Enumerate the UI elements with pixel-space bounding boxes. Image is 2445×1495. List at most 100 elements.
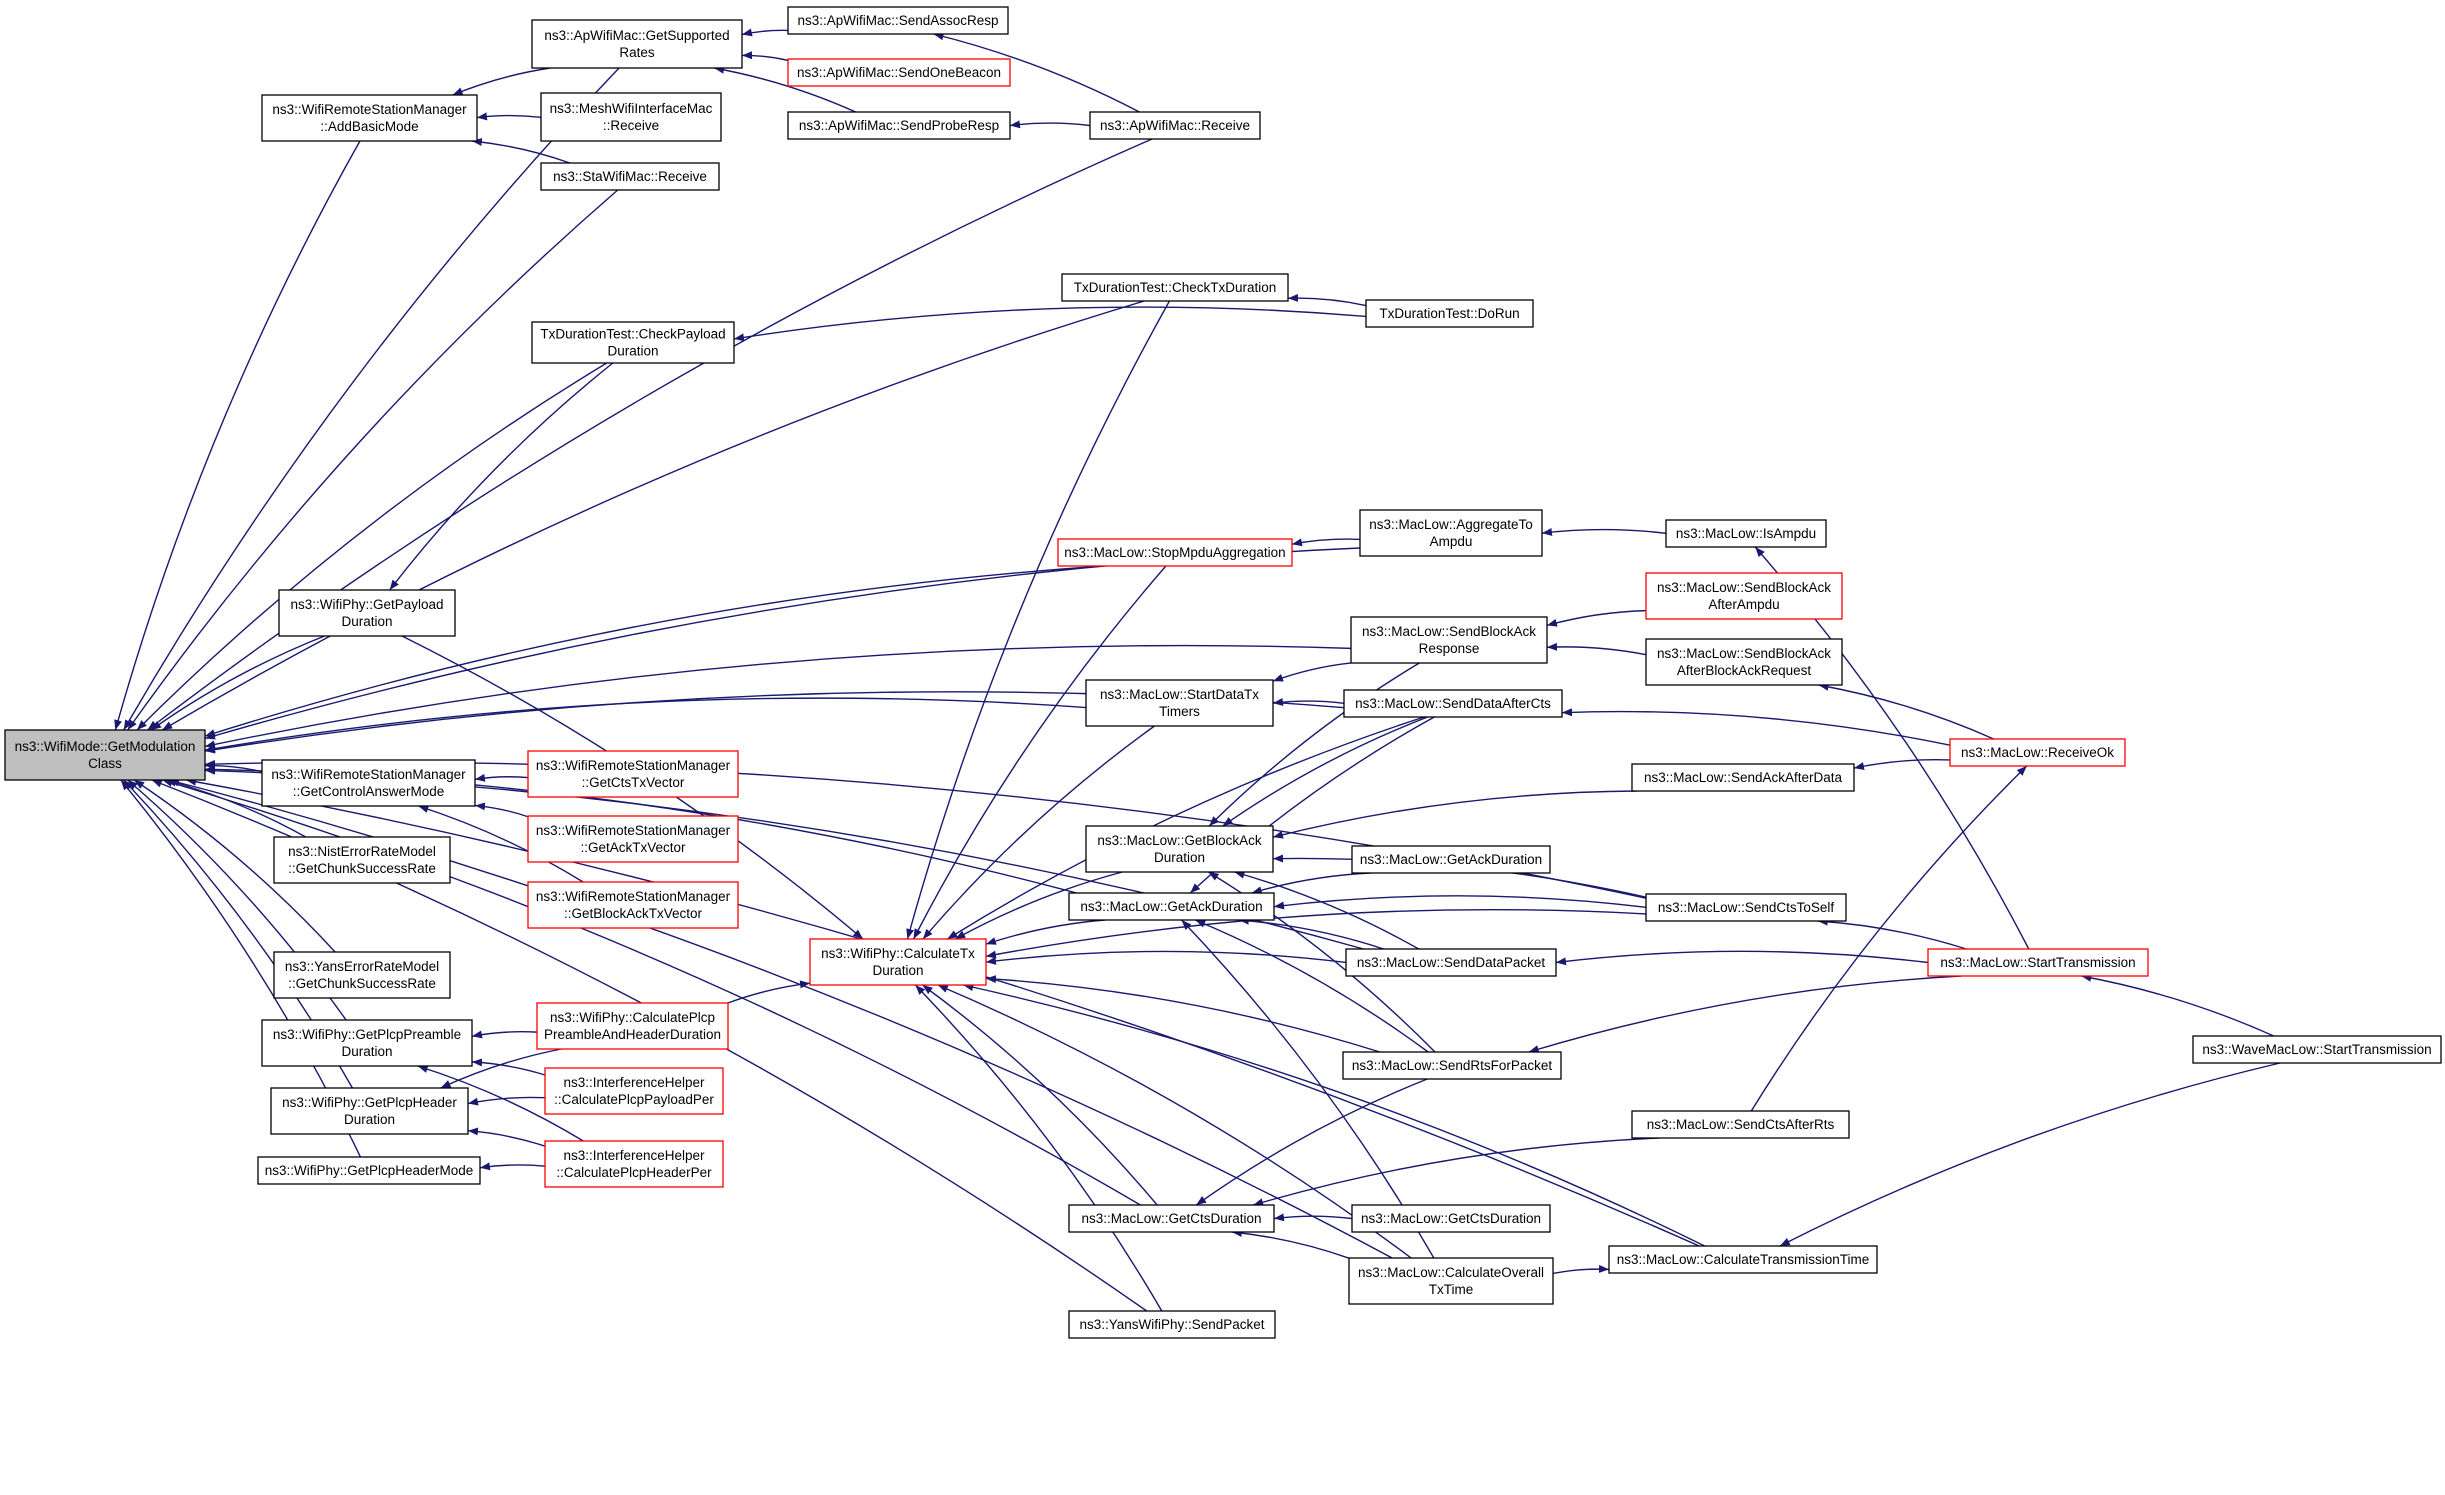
node-box[interactable] <box>1342 1051 1562 1080</box>
node-box[interactable] <box>1348 1257 1554 1305</box>
node-box[interactable] <box>540 92 722 142</box>
node-getctstx[interactable]: ns3::WifiRemoteStationManager::GetCtsTxV… <box>527 750 739 798</box>
node-box[interactable] <box>1645 638 1843 686</box>
node-box[interactable] <box>1665 519 1827 548</box>
node-nist[interactable]: ns3::NistErrorRateModel::GetChunkSuccess… <box>273 836 451 884</box>
node-senddatapkt[interactable]: ns3::MacLow::SendDataPacket <box>1345 948 1557 977</box>
node-getackdur2[interactable]: ns3::MacLow::GetAckDuration <box>1351 845 1551 874</box>
node-box[interactable] <box>1085 825 1274 873</box>
node-box[interactable] <box>261 94 478 142</box>
node-getplcpmode[interactable]: ns3::WifiPhy::GetPlcpHeaderMode <box>257 1156 481 1185</box>
node-stareceive[interactable]: ns3::StaWifiMac::Receive <box>540 162 720 191</box>
node-yanssend[interactable]: ns3::YansWifiPhy::SendPacket <box>1068 1310 1276 1339</box>
node-box[interactable] <box>257 1156 481 1185</box>
node-box[interactable] <box>4 729 206 781</box>
node-sendcts[interactable]: ns3::MacLow::SendCtsToSelf <box>1645 893 1847 922</box>
node-getacktx[interactable]: ns3::WifiRemoteStationManager::GetAckTxV… <box>527 815 739 863</box>
node-calcplcppre[interactable]: ns3::WifiPhy::CalculatePlcpPreambleAndHe… <box>536 1002 729 1050</box>
node-addbasic[interactable]: ns3::WifiRemoteStationManager::AddBasicM… <box>261 94 478 142</box>
node-getackdur[interactable]: ns3::MacLow::GetAckDuration <box>1068 892 1275 921</box>
node-sendbabar[interactable]: ns3::MacLow::SendBlockAckAfterBlockAckRe… <box>1645 638 1843 686</box>
node-box[interactable] <box>1068 1310 1276 1339</box>
node-receiveok[interactable]: ns3::MacLow::ReceiveOk <box>1949 738 2126 767</box>
node-yans[interactable]: ns3::YansErrorRateModel::GetChunkSuccess… <box>273 951 451 999</box>
node-box[interactable] <box>1351 1204 1551 1233</box>
node-wavestart[interactable]: ns3::WaveMacLow::StartTransmission <box>2192 1035 2442 1064</box>
node-box[interactable] <box>531 321 735 364</box>
node-getctsdur2[interactable]: ns3::MacLow::GetCtsDuration <box>1351 1204 1551 1233</box>
node-meshreceive[interactable]: ns3::MeshWifiInterfaceMac::Receive <box>540 92 722 142</box>
node-box[interactable] <box>544 1067 724 1115</box>
node-getcontrol[interactable]: ns3::WifiRemoteStationManager::GetContro… <box>261 759 476 807</box>
node-box[interactable] <box>1343 689 1563 718</box>
node-box[interactable] <box>1345 948 1557 977</box>
node-box[interactable] <box>278 589 456 637</box>
node-senddataafter[interactable]: ns3::MacLow::SendDataAfterCts <box>1343 689 1563 718</box>
node-box[interactable] <box>527 881 739 929</box>
node-box[interactable] <box>261 759 476 807</box>
node-dorun[interactable]: TxDurationTest::DoRun <box>1365 299 1534 328</box>
node-box[interactable] <box>1068 1204 1275 1233</box>
node-box[interactable] <box>787 6 1009 35</box>
node-box[interactable] <box>273 836 451 884</box>
node-stopmpdu[interactable]: ns3::MacLow::StopMpduAggregation <box>1057 538 1293 567</box>
node-getbatx[interactable]: ns3::WifiRemoteStationManager::GetBlockA… <box>527 881 739 929</box>
node-isampdu[interactable]: ns3::MacLow::IsAmpdu <box>1665 519 1827 548</box>
node-box[interactable] <box>787 111 1011 140</box>
node-box[interactable] <box>527 815 739 863</box>
node-box[interactable] <box>1068 892 1275 921</box>
node-box[interactable] <box>1645 893 1847 922</box>
node-checktx[interactable]: TxDurationTest::CheckTxDuration <box>1061 273 1289 302</box>
node-box[interactable] <box>527 750 739 798</box>
node-getctsdur[interactable]: ns3::MacLow::GetCtsDuration <box>1068 1204 1275 1233</box>
node-box[interactable] <box>540 162 720 191</box>
node-box[interactable] <box>1927 948 2149 977</box>
node-starttx[interactable]: ns3::MacLow::StartTransmission <box>1927 948 2149 977</box>
node-calctranstime[interactable]: ns3::MacLow::CalculateTransmissionTime <box>1608 1245 1878 1274</box>
node-box[interactable] <box>787 58 1011 87</box>
node-ihpayload[interactable]: ns3::InterferenceHelper::CalculatePlcpPa… <box>544 1067 724 1115</box>
node-box[interactable] <box>1350 616 1548 664</box>
node-box[interactable] <box>261 1019 473 1067</box>
node-box[interactable] <box>270 1087 469 1135</box>
node-sendprobe[interactable]: ns3::ApWifiMac::SendProbeResp <box>787 111 1011 140</box>
node-box[interactable] <box>531 19 743 69</box>
node-sendackafter[interactable]: ns3::MacLow::SendAckAfterData <box>1631 763 1855 792</box>
node-box[interactable] <box>273 951 451 999</box>
node-box[interactable] <box>536 1002 729 1050</box>
node-box[interactable] <box>1351 845 1551 874</box>
node-box[interactable] <box>1645 572 1843 620</box>
node-box[interactable] <box>1061 273 1289 302</box>
node-sendctsrts[interactable]: ns3::MacLow::SendCtsAfterRts <box>1631 1110 1850 1139</box>
node-box[interactable] <box>1057 538 1293 567</box>
node-box[interactable] <box>809 938 987 986</box>
node-sendrts[interactable]: ns3::MacLow::SendRtsForPacket <box>1342 1051 1562 1080</box>
node-sendbeacon[interactable]: ns3::ApWifiMac::SendOneBeacon <box>787 58 1011 87</box>
node-apreceive[interactable]: ns3::ApWifiMac::Receive <box>1089 111 1261 140</box>
node-box[interactable] <box>1608 1245 1878 1274</box>
node-box[interactable] <box>1631 763 1855 792</box>
node-box[interactable] <box>1365 299 1534 328</box>
node-box[interactable] <box>1089 111 1261 140</box>
node-sendassoc[interactable]: ns3::ApWifiMac::SendAssocResp <box>787 6 1009 35</box>
node-box[interactable] <box>1949 738 2126 767</box>
node-box[interactable] <box>1631 1110 1850 1139</box>
node-box[interactable] <box>1359 509 1543 557</box>
node-box[interactable] <box>1085 679 1274 727</box>
node-ihheader[interactable]: ns3::InterferenceHelper::CalculatePlcpHe… <box>544 1140 724 1188</box>
node-box[interactable] <box>2192 1035 2442 1064</box>
node-box[interactable] <box>544 1140 724 1188</box>
